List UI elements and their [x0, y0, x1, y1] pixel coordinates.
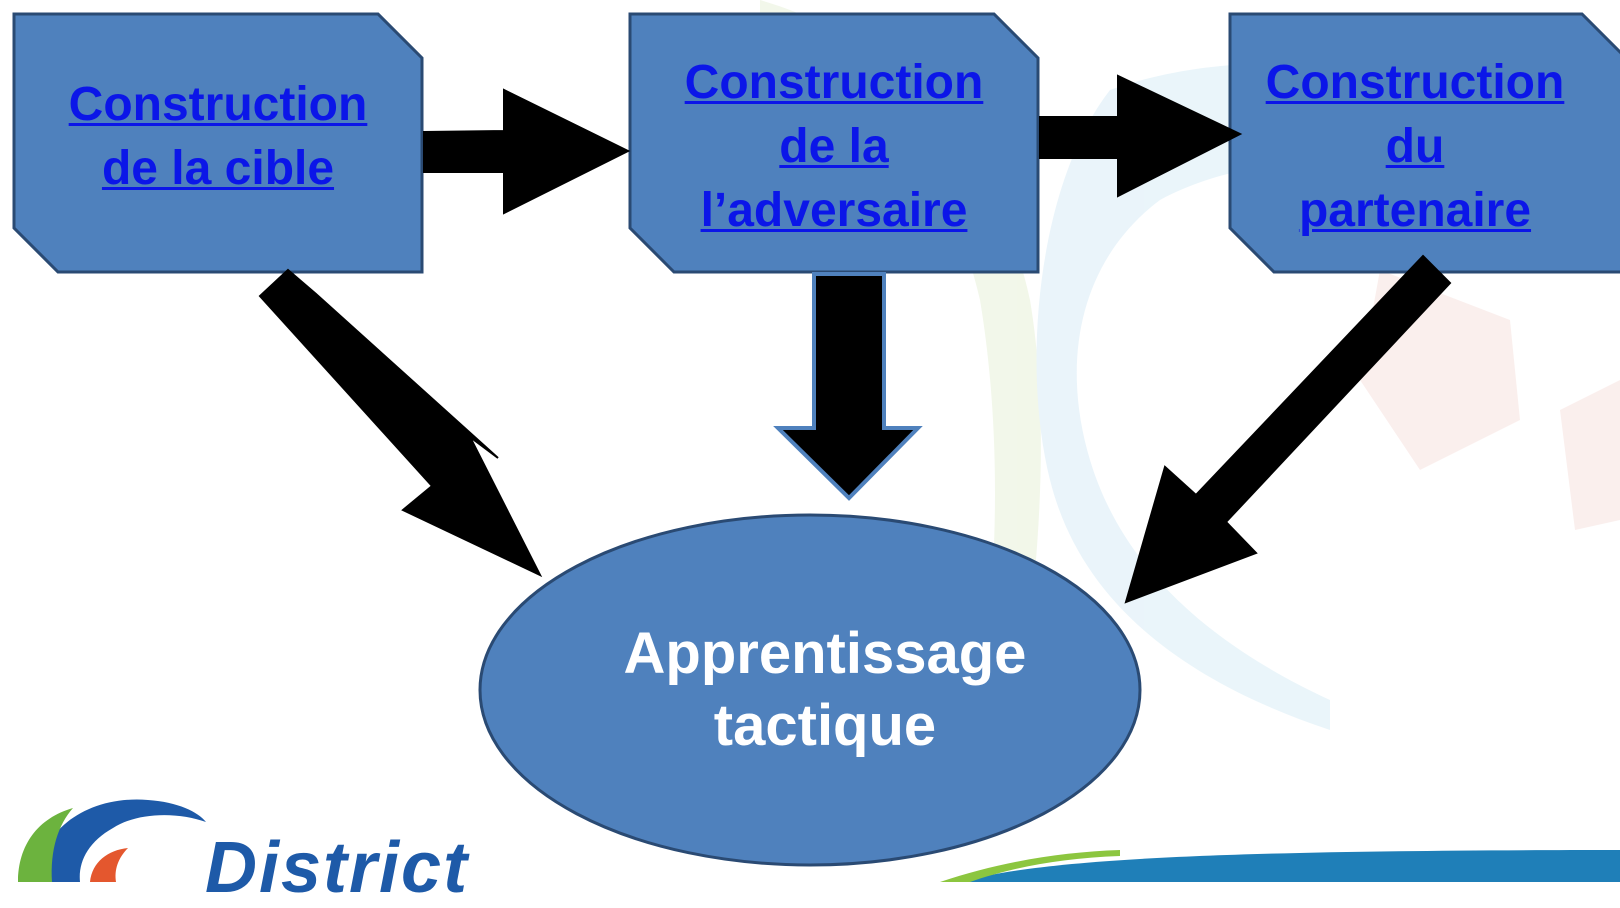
arrow-adversaire-to-partenaire [1039, 74, 1243, 198]
node-apprentissage-line-1: Apprentissage [623, 621, 1027, 686]
box-cible-shape [12, 12, 424, 274]
box-adversaire-shape [628, 12, 1040, 274]
footer-band-accent [940, 850, 1120, 882]
district-logo-icon [18, 799, 206, 882]
node-adversaire-line-3: l’adversaire [700, 184, 968, 237]
box-partenaire-shape [1228, 12, 1620, 274]
node-adversaire-line-1: Construction [684, 56, 984, 109]
node-apprentissage-shape [478, 513, 1142, 867]
footer-band [960, 850, 1620, 882]
node-adversaire-link[interactable]: Construction de la l’adversaire [685, 51, 984, 243]
node-partenaire-line-1: Construction [1265, 56, 1565, 109]
node-cible[interactable]: Construction de la cible [14, 20, 422, 274]
node-partenaire[interactable]: Construction du partenaire [1230, 20, 1620, 274]
node-cible-link[interactable]: Construction de la cible [69, 73, 368, 201]
arrow-cible-to-apprentissage [258, 268, 543, 578]
node-apprentissage-line-2: tactique [713, 693, 937, 758]
node-adversaire-line-2: de la [779, 120, 889, 173]
node-cible-line-1: Construction [68, 78, 368, 131]
arrow-partenaire-to-apprentissage [1124, 254, 1452, 604]
diagram-canvas [12, 0, 1620, 882]
node-partenaire-line-2: du [1385, 120, 1445, 173]
node-cible-line-2: de la cible [101, 142, 335, 195]
node-partenaire-link[interactable]: Construction du partenaire [1266, 51, 1565, 243]
node-adversaire[interactable]: Construction de la l’adversaire [630, 20, 1038, 274]
arrow-adversaire-to-apprentissage [773, 272, 923, 501]
node-apprentissage: Apprentissage tactique [490, 605, 1160, 775]
arrow-cible-to-adversaire [423, 88, 631, 215]
node-partenaire-line-3: partenaire [1298, 184, 1532, 237]
district-logo-text: District [205, 828, 470, 908]
